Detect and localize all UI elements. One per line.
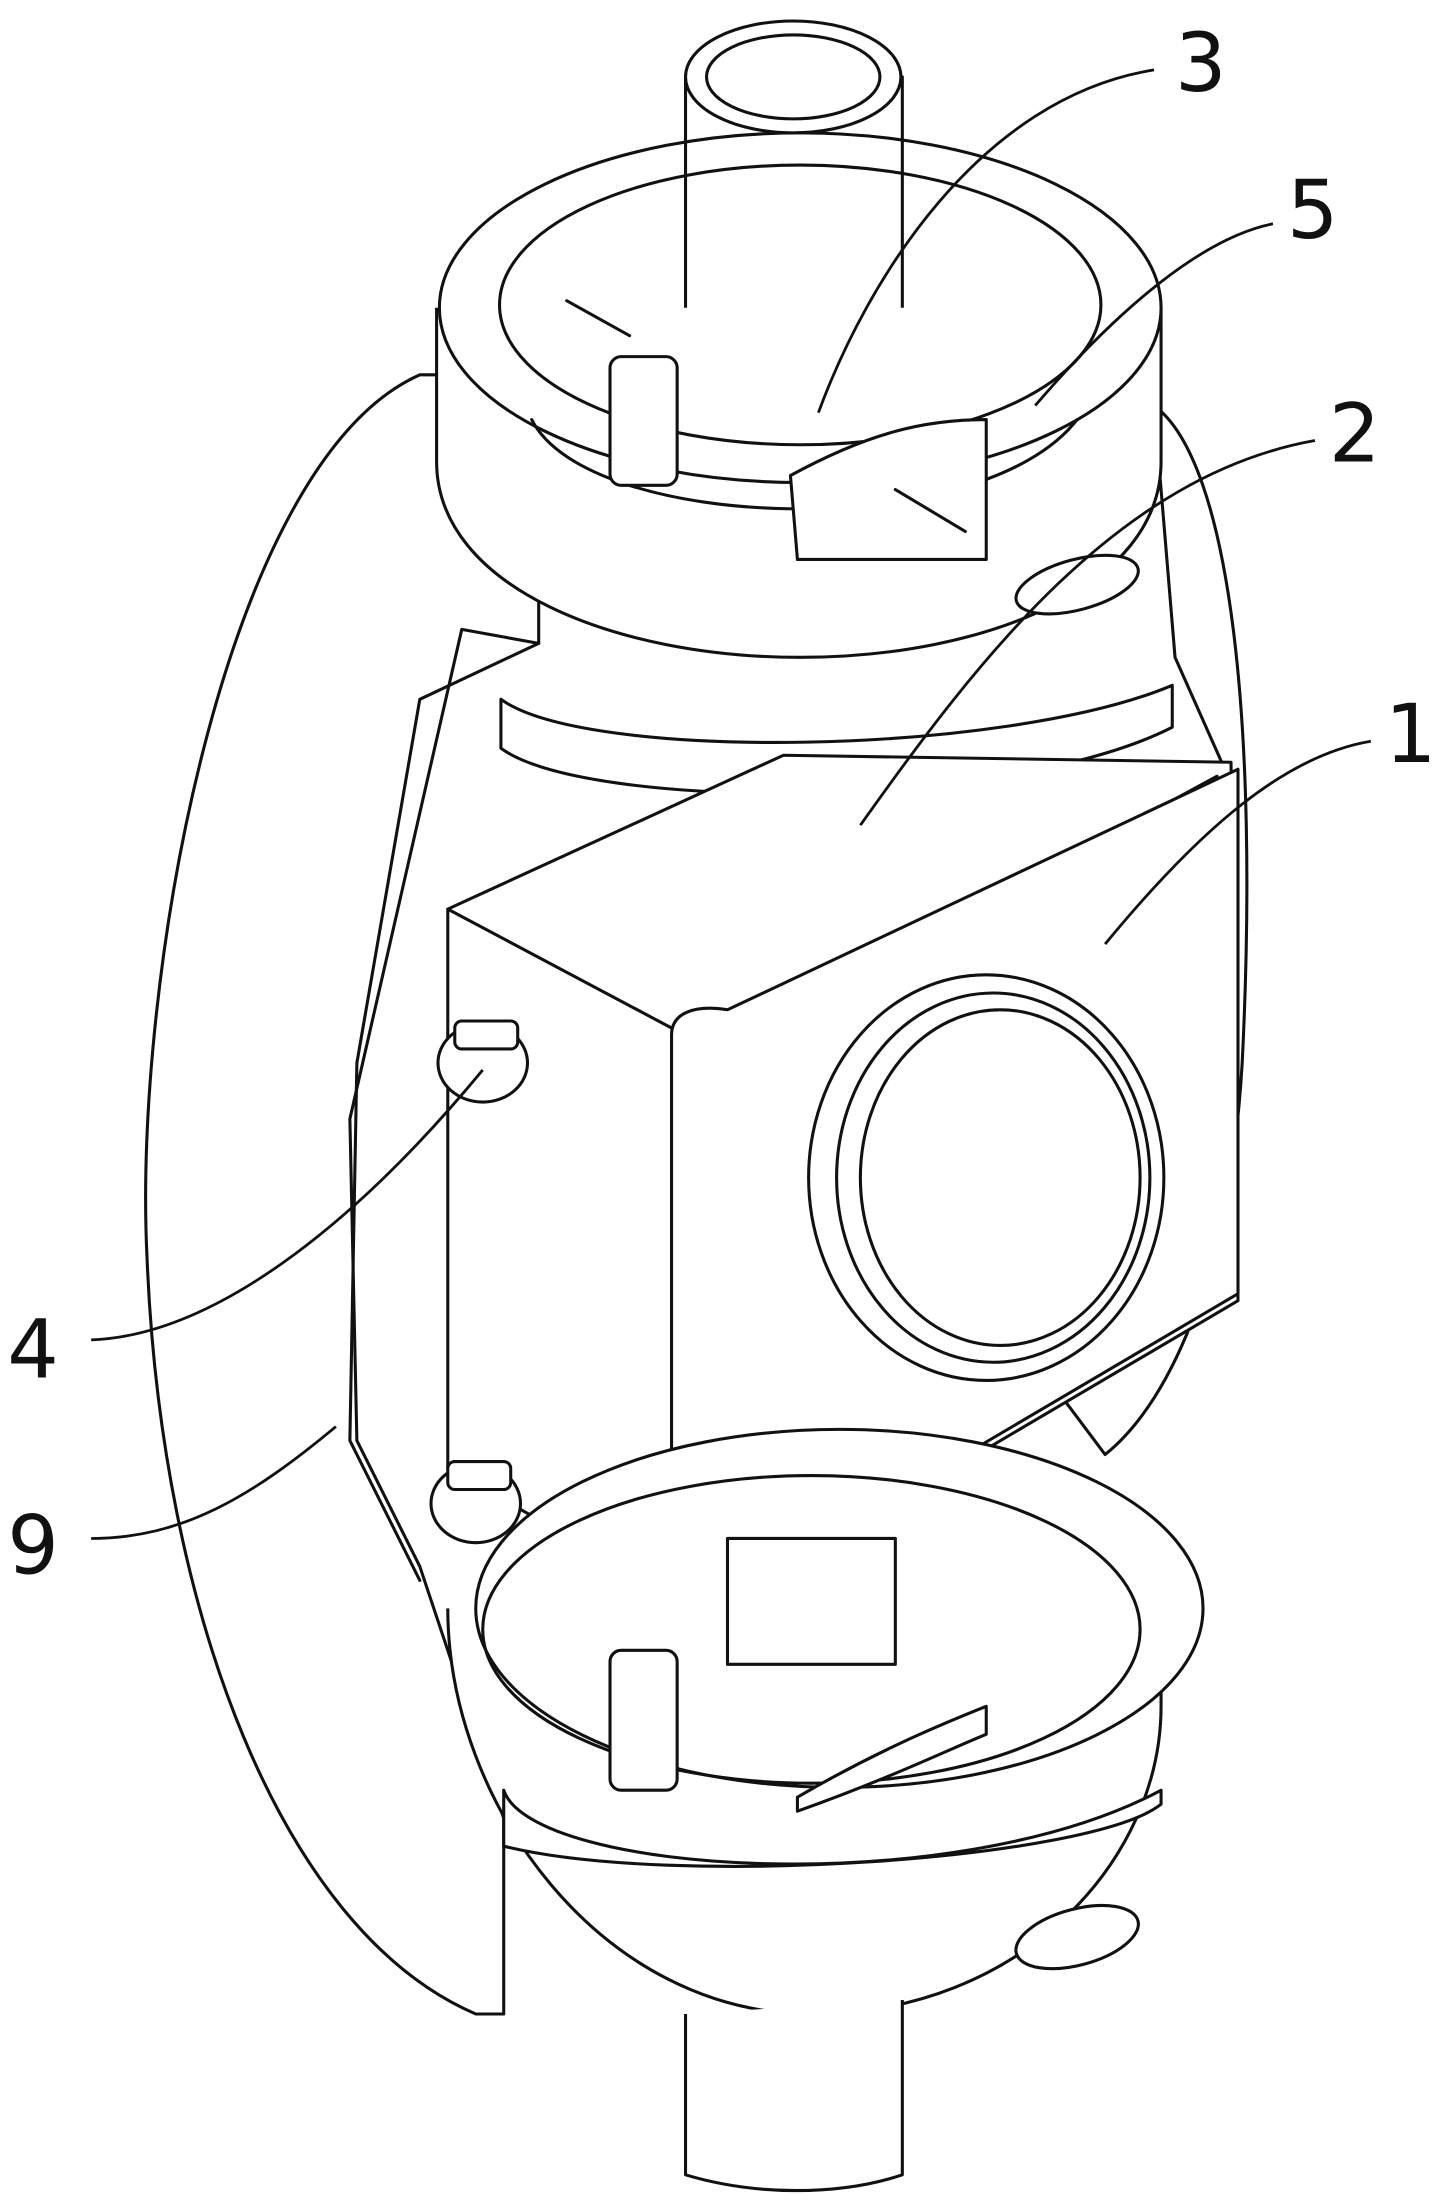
- clamp-ring-top: [437, 133, 1161, 657]
- label-4: 4: [7, 1304, 59, 1398]
- label-1: 1: [1385, 688, 1437, 782]
- label-5: 5: [1287, 164, 1339, 258]
- label-2: 2: [1329, 388, 1381, 482]
- label-3: 3: [1175, 17, 1227, 111]
- label-9: 9: [7, 1499, 59, 1593]
- pipe-bottom: [686, 2000, 903, 2191]
- clamp-ring-bottom: [448, 1429, 1203, 2014]
